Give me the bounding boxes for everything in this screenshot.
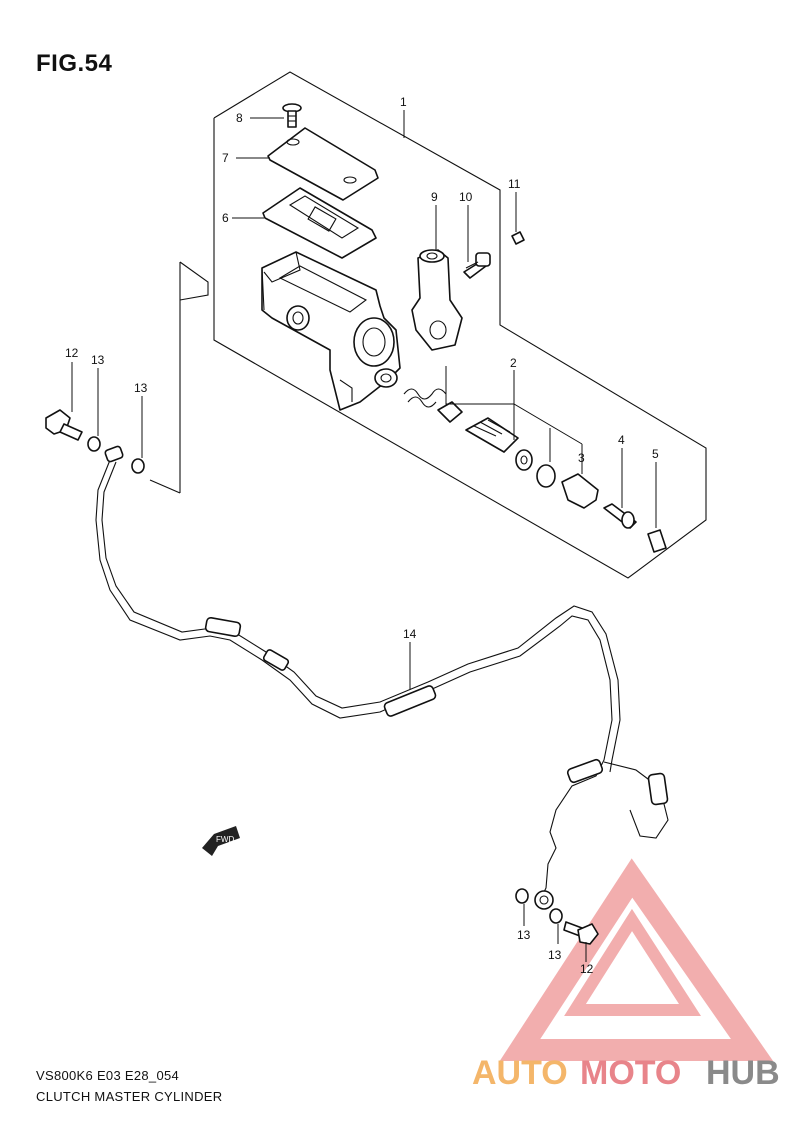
callout-11: 11 [508,177,521,191]
callout-13-lower-a: 13 [517,928,531,942]
watermark-text: AUTO MOTO HUB [472,1054,780,1092]
callout-1: 1 [400,95,407,109]
washer-upper-b [131,458,145,474]
mount-bracket-outline [179,261,209,301]
rod-end [647,529,667,553]
fwd-label: FWD [216,835,234,844]
clutch-hose [95,445,669,910]
callout-12-lower: 12 [580,962,594,976]
piston-set [403,388,556,488]
assembly-outline [213,71,707,579]
forward-direction-marker: FWD [202,826,240,856]
reservoir-plate [262,187,377,259]
leader-lines [71,110,657,962]
callout-numbers: 1 2 3 4 5 6 7 8 9 10 11 12 13 13 14 13 1… [65,95,659,976]
lever-holder [411,249,463,351]
reservoir-cap-screw [282,103,302,128]
banjo-bolt-lower [563,921,599,945]
callout-2: 2 [510,356,517,370]
holder-bolt [463,252,491,279]
dust-cap [511,231,525,245]
callout-14: 14 [403,627,417,641]
callout-5: 5 [652,447,659,461]
callout-7: 7 [222,151,229,165]
watermark-auto: AUTO [472,1054,568,1092]
watermark-hub: HUB [706,1054,780,1092]
callout-13-upper-b: 13 [134,381,148,395]
watermark-moto: MOTO [580,1054,681,1092]
model-code: VS800K6 E03 E28_054 [36,1068,180,1083]
push-rod [603,503,637,529]
master-cylinder-body [261,251,401,411]
callout-8: 8 [236,111,243,125]
figure-name: CLUTCH MASTER CYLINDER [36,1089,223,1104]
callout-13-lower-b: 13 [548,948,562,962]
callout-4: 4 [618,433,625,447]
watermark-logo [499,858,774,1061]
callout-6: 6 [222,211,229,225]
callout-9: 9 [431,190,438,204]
banjo-bolt-upper [45,409,83,441]
reservoir-cap [267,127,379,201]
callout-12-upper: 12 [65,346,79,360]
callout-10: 10 [459,190,473,204]
callout-3: 3 [578,451,585,465]
figure-title: FIG.54 [36,50,113,77]
callout-13-upper-a: 13 [91,353,105,367]
washer-lower-b [549,908,563,924]
dust-boot [561,473,599,509]
washer-upper-a [87,436,101,452]
washer-lower-a [515,888,529,904]
